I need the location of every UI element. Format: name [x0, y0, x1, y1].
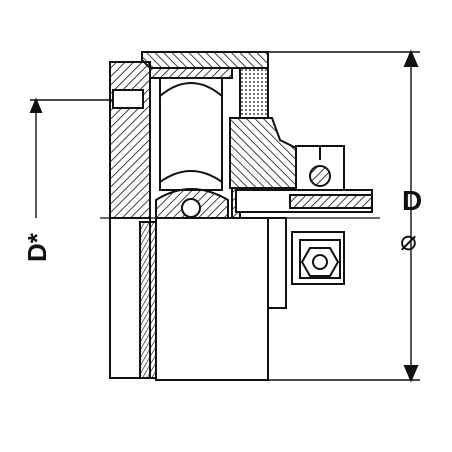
outer-ring-section [109, 61, 151, 219]
outer-ring-bore [112, 89, 144, 109]
roller-bottom-arc [159, 170, 223, 183]
label-diameter: D [402, 185, 422, 216]
body-lower [155, 217, 269, 381]
d-arrow-top [403, 49, 419, 67]
diameter-symbol: ⌀ [400, 224, 417, 257]
set-screw-upper [309, 165, 331, 187]
hub-lower [267, 217, 287, 309]
roller-top-arc [159, 82, 223, 97]
seal-pack [239, 67, 269, 119]
knurled-band [139, 221, 157, 379]
shaft-hatch [289, 194, 373, 209]
housing-top [141, 51, 269, 69]
d-arrow-bottom [403, 365, 419, 383]
housing-top-inner [149, 67, 233, 79]
inner-hub [229, 117, 301, 189]
label-diameter-star: D* [22, 232, 52, 262]
set-screw-lower [312, 254, 328, 270]
roller [159, 77, 223, 191]
dstar-arrow-head [29, 97, 43, 113]
ball [181, 198, 201, 218]
